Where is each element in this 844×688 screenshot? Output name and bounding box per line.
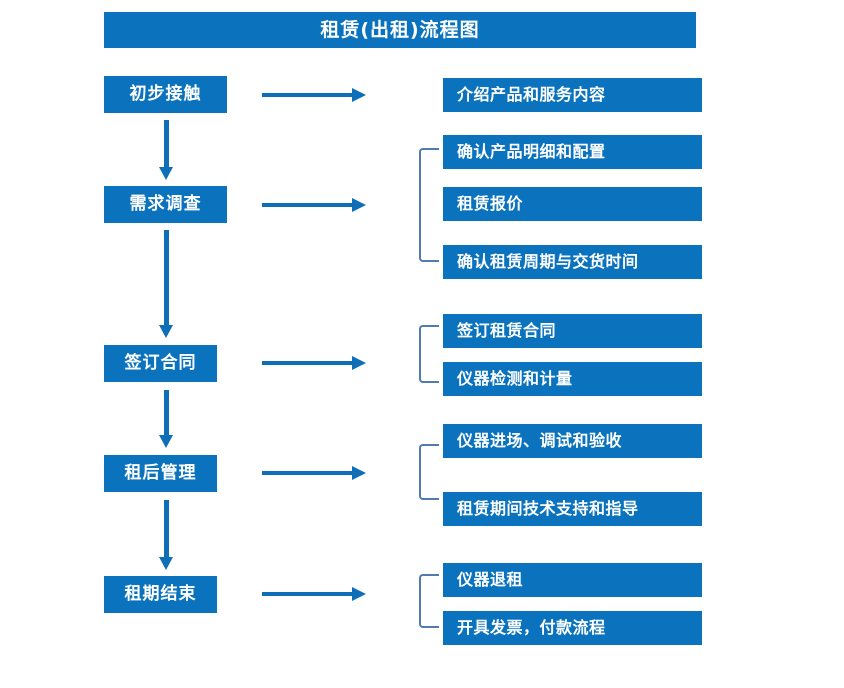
detail-label: 仪器检测和计量 [457,369,573,388]
chart-title-text: 租赁(出租)流程图 [320,18,480,41]
detail-label: 租赁报价 [457,194,524,213]
arrow-head [159,435,173,448]
stage-box-sign-contract[interactable]: 签订合同 [104,345,217,382]
arrow-head [159,325,173,338]
down-arrow-icon [159,390,173,448]
group-bracket [419,325,439,383]
stage-box-requirement-survey[interactable]: 需求调查 [104,186,227,223]
down-arrow-icon [159,500,173,570]
detail-box-instrument-return[interactable]: 仪器退租 [443,563,702,597]
arrow-shaft [164,500,169,558]
arrow-shaft [164,120,169,168]
stage-box-post-rental-management[interactable]: 租后管理 [104,455,217,492]
detail-box-confirm-product-spec[interactable]: 确认产品明细和配置 [443,135,702,169]
right-arrow-icon [262,466,366,480]
detail-label: 仪器进场、调试和验收 [457,431,623,450]
detail-label: 签订租赁合同 [457,321,557,340]
detail-label: 开具发票，付款流程 [457,618,606,637]
arrow-shaft [262,471,352,475]
stage-label: 签订合同 [124,353,197,373]
detail-box-instrument-onsite-commissioning[interactable]: 仪器进场、调试和验收 [443,424,702,458]
detail-box-invoice-payment[interactable]: 开具发票，付款流程 [443,611,702,645]
group-bracket [419,574,439,628]
arrow-head [159,167,173,180]
arrow-head [159,557,173,570]
right-arrow-icon [262,356,366,370]
down-arrow-icon [159,120,173,180]
arrow-shaft [262,203,352,207]
arrow-shaft [262,361,352,365]
arrow-shaft [164,390,169,436]
arrow-head [352,356,366,370]
stage-box-initial-contact[interactable]: 初步接触 [104,76,227,113]
chart-title-bar: 租赁(出租)流程图 [104,12,696,48]
group-bracket [419,444,439,500]
group-bracket [419,148,439,262]
detail-box-rental-quote[interactable]: 租赁报价 [443,187,702,221]
arrow-shaft [262,93,352,97]
stage-label: 租后管理 [124,463,197,483]
arrow-shaft [164,230,169,326]
stage-box-rental-end[interactable]: 租期结束 [104,576,217,613]
right-arrow-icon [262,587,366,601]
detail-box-sign-rental-contract[interactable]: 签订租赁合同 [443,314,702,348]
arrow-head [352,466,366,480]
stage-label: 租期结束 [124,584,197,604]
detail-box-technical-support[interactable]: 租赁期间技术支持和指导 [443,492,702,526]
down-arrow-icon [159,230,173,338]
arrow-head [352,198,366,212]
arrow-shaft [262,592,352,596]
detail-box-instrument-inspection[interactable]: 仪器检测和计量 [443,362,702,396]
detail-label: 确认产品明细和配置 [457,142,606,161]
stage-label: 需求调查 [129,194,202,214]
right-arrow-icon [262,88,366,102]
detail-box-confirm-period-delivery[interactable]: 确认租赁周期与交货时间 [443,245,702,279]
stage-label: 初步接触 [129,84,202,104]
detail-box-introduce-products[interactable]: 介绍产品和服务内容 [443,78,702,112]
arrow-head [352,88,366,102]
detail-label: 租赁期间技术支持和指导 [457,499,639,518]
right-arrow-icon [262,198,366,212]
arrow-head [352,587,366,601]
detail-label: 确认租赁周期与交货时间 [457,252,639,271]
detail-label: 介绍产品和服务内容 [457,85,606,104]
detail-label: 仪器退租 [457,570,524,589]
